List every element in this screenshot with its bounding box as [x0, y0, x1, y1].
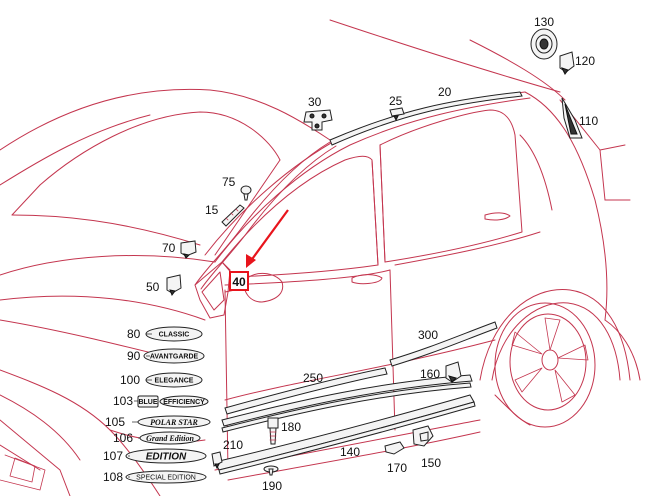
callout-110[interactable]: 110 [579, 114, 598, 128]
part-50-clip[interactable] [166, 274, 182, 297]
callout-120[interactable]: 120 [575, 54, 595, 68]
callout-300[interactable]: 300 [418, 328, 438, 342]
callout-250[interactable]: 250 [303, 371, 323, 385]
badges: CLASSIC AVANTGARDE ELEGANCE BLUE EFFICIE… [125, 326, 211, 484]
callout-150[interactable]: 150 [421, 456, 441, 470]
callout-180[interactable]: 180 [281, 420, 301, 434]
callout-25[interactable]: 25 [389, 94, 403, 108]
callout-70[interactable]: 70 [162, 241, 176, 255]
part-210-clip[interactable] [211, 451, 223, 470]
part-40-mirror-triangle[interactable] [194, 261, 231, 319]
callout-15[interactable]: 15 [205, 203, 219, 217]
part-140-sill-trim[interactable] [214, 394, 476, 475]
svg-text:BLUE: BLUE [138, 399, 157, 406]
callout-107[interactable]: 107 [103, 449, 123, 463]
part-150-clip[interactable] [412, 425, 434, 447]
badge-grand-edition[interactable]: Grand Edition [139, 431, 201, 445]
svg-text:AVANTGARDE: AVANTGARDE [150, 354, 199, 361]
part-180-pushpin[interactable] [267, 417, 279, 445]
callout-210[interactable]: 210 [223, 438, 243, 452]
part-70-clip[interactable] [180, 240, 197, 259]
badge-classic[interactable]: CLASSIC [145, 326, 203, 342]
svg-text:40: 40 [232, 275, 246, 289]
part-110-rear-cover[interactable] [561, 97, 583, 139]
callout-170[interactable]: 170 [387, 461, 407, 475]
callout-80[interactable]: 80 [127, 327, 141, 341]
callout-190[interactable]: 190 [262, 479, 282, 493]
part-190-clip[interactable] [263, 465, 279, 476]
callout-160[interactable]: 160 [420, 367, 440, 381]
callout-140[interactable]: 140 [340, 445, 360, 459]
badge-special-edition[interactable]: SPECIAL EDITION [125, 470, 207, 484]
part-75-clip[interactable] [240, 185, 252, 201]
part-130-grommet[interactable] [530, 28, 558, 60]
car-body-outline [0, 19, 641, 496]
svg-text:POLAR STAR: POLAR STAR [150, 418, 198, 427]
badge-elegance[interactable]: ELEGANCE [145, 372, 203, 388]
part-300-door-molding[interactable] [224, 321, 498, 415]
leader-lines [128, 333, 152, 478]
svg-text:EDITION: EDITION [146, 452, 187, 463]
callout-75[interactable]: 75 [222, 175, 236, 189]
callout-20[interactable]: 20 [438, 85, 452, 99]
highlight-arrow [246, 209, 289, 268]
callout-130[interactable]: 130 [534, 15, 554, 29]
svg-text:Grand Edition: Grand Edition [146, 434, 194, 443]
part-30-bracket[interactable] [303, 109, 333, 131]
badge-polar-star[interactable]: POLAR STAR [137, 415, 211, 429]
callout-50[interactable]: 50 [146, 280, 160, 294]
callout-labels: 130 120 110 20 25 30 75 15 70 50 80 90 1… [103, 15, 598, 493]
callout-90[interactable]: 90 [127, 349, 141, 363]
svg-text:ELEGANCE: ELEGANCE [155, 378, 194, 385]
callout-103[interactable]: 103 [113, 394, 133, 408]
callout-40-highlighted[interactable]: 40 [229, 271, 249, 291]
parts [166, 28, 583, 476]
svg-text:SPECIAL EDITION: SPECIAL EDITION [136, 475, 196, 482]
part-160-clip[interactable] [445, 361, 462, 383]
part-170-bracket[interactable] [384, 441, 405, 455]
callout-100[interactable]: 100 [120, 373, 140, 387]
callout-106[interactable]: 106 [113, 431, 133, 445]
badge-avantgarde[interactable]: AVANTGARDE [143, 348, 205, 364]
badge-blue-efficiency[interactable]: BLUE EFFICIENCY [137, 395, 209, 408]
part-120-clip[interactable] [559, 51, 575, 75]
part-15-trim[interactable] [221, 204, 245, 227]
callout-30[interactable]: 30 [308, 95, 322, 109]
callout-105[interactable]: 105 [105, 415, 125, 429]
badge-edition[interactable]: EDITION [125, 448, 207, 464]
svg-text:EFFICIENCY: EFFICIENCY [163, 399, 205, 406]
part-250-lower-molding[interactable] [221, 374, 473, 433]
part-25-clip[interactable] [389, 107, 405, 122]
svg-text:CLASSIC: CLASSIC [159, 332, 190, 339]
callout-108[interactable]: 108 [103, 470, 123, 484]
